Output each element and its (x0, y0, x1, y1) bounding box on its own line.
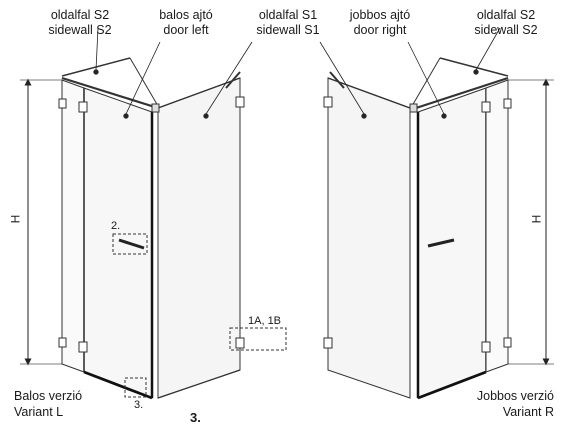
left-clamp-top-s1 (235, 96, 245, 108)
right-hinge-top-back (503, 98, 512, 109)
right-hinge-bot-door (481, 341, 491, 353)
label-right-door-hu: jobbos ajtó (349, 8, 411, 22)
label-right-sidewall-s2-hu: oldalfal S2 (476, 8, 536, 22)
left-hinge-bot-back (58, 337, 67, 348)
left-clamp-bot-s1 (235, 337, 245, 349)
right-sidewall-s1-panel (327, 77, 411, 399)
right-sidewall-s2-panel (485, 79, 509, 373)
label-right-sidewall-s2-en: sidewall S2 (474, 23, 538, 37)
height-label-right: H (529, 214, 544, 224)
left-handle (118, 238, 145, 250)
callout-threshold: 3. (134, 399, 144, 411)
right-hinge-bot-back (503, 337, 512, 348)
label-right-door-en: door right (353, 23, 407, 37)
left-enclosure (20, 27, 287, 400)
label-left-sidewall-s2: oldalfal S2 sidewall S2 (40, 8, 120, 38)
caption-variant-right-hu: Jobbos verzió (476, 389, 554, 403)
left-hinge-top-back (58, 98, 67, 109)
left-sidewall-s2-panel (61, 79, 85, 373)
hinge-callout-box (229, 327, 287, 351)
caption-variant-right: Jobbos verzió Variant R (466, 388, 554, 420)
label-right-sidewall-s2: oldalfal S2 sidewall S2 (466, 8, 546, 38)
label-left-sidewall-s2-hu: oldalfal S2 (50, 8, 110, 22)
left-door-panel (83, 87, 153, 399)
left-sidewall-s1-panel (157, 77, 241, 399)
caption-variant-left-hu: Balos verzió (14, 389, 83, 403)
label-left-door: balos ajtó door left (148, 8, 224, 38)
right-clamp-bot-s1 (323, 337, 333, 349)
label-left-door-en: door left (163, 23, 209, 37)
right-clamp-top-s1 (323, 96, 333, 108)
step-number: 3. (190, 410, 201, 425)
left-handle-callout-box (112, 233, 148, 255)
label-left-door-hu: balos ajtó (159, 8, 213, 22)
callout-handle: 2. (111, 220, 121, 232)
label-left-sidewall-s2-en: sidewall S2 (48, 23, 112, 37)
right-door-panel (417, 87, 487, 399)
left-hinge-bot-door (78, 341, 88, 353)
left-threshold-callout-box (124, 377, 147, 398)
left-hinge-top-door (78, 101, 88, 113)
right-handle (427, 238, 455, 248)
right-corner-post (409, 103, 418, 113)
right-hinge-top-door (481, 101, 491, 113)
caption-variant-left-en: Variant L (14, 405, 64, 419)
label-right-sidewall-s1: oldalfal S1 sidewall S1 (248, 8, 328, 38)
height-label-left: H (8, 214, 23, 224)
right-enclosure (319, 27, 554, 400)
label-right-sidewall-s1-hu: oldalfal S1 (258, 8, 318, 22)
label-right-door: jobbos ajtó door right (340, 8, 420, 38)
label-right-sidewall-s1-en: sidewall S1 (256, 23, 320, 37)
caption-variant-right-en: Variant R (502, 405, 554, 419)
left-corner-post (151, 103, 160, 113)
caption-variant-left: Balos verzió Variant L (14, 388, 82, 420)
callout-hinge-group: 1A, 1B (248, 315, 282, 327)
